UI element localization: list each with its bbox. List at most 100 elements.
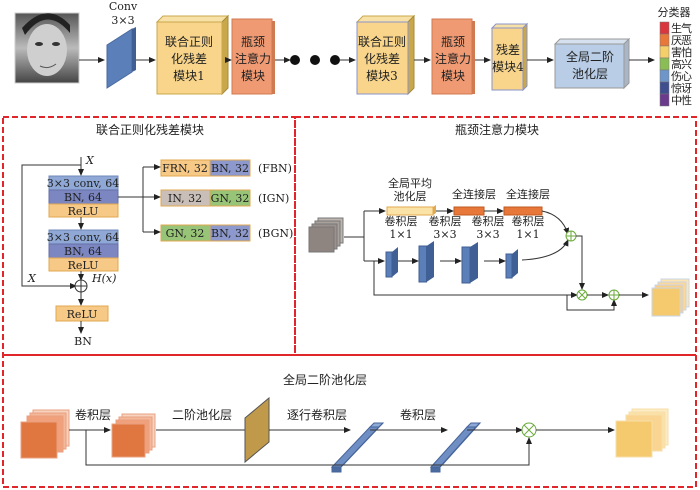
normalization-variant: GN, 32 BN, 32 (BGN) bbox=[160, 224, 293, 242]
output-bn-label: BN bbox=[74, 335, 92, 348]
svg-text:模块1: 模块1 bbox=[173, 69, 205, 83]
conv-layer-label: 卷积层 bbox=[75, 407, 111, 422]
fc-layer-1 bbox=[453, 206, 485, 216]
fc-layer-2 bbox=[503, 206, 543, 216]
classifier-class: 中性 bbox=[659, 93, 693, 107]
variant-left-label: GN, 32 bbox=[166, 227, 205, 240]
svg-text:模块: 模块 bbox=[441, 69, 465, 83]
fc1-label: 全连接层 bbox=[452, 187, 496, 201]
second-order-pooling-label: 二阶池化层 bbox=[172, 408, 232, 422]
input-x-label: X bbox=[85, 154, 95, 167]
attention-panel-title: 瓶颈注意力模块 bbox=[455, 122, 539, 137]
conv-name-label: 卷积层 bbox=[472, 214, 505, 228]
class-label: 害怕 bbox=[671, 45, 692, 59]
svg-text:模块: 模块 bbox=[241, 69, 265, 83]
variant-left-label: IN, 32 bbox=[168, 192, 202, 205]
class-color-swatch bbox=[659, 81, 670, 95]
svg-text:ReLU: ReLU bbox=[68, 259, 99, 272]
svg-text:注意力: 注意力 bbox=[435, 51, 471, 66]
conv-size-label: 1×1 bbox=[389, 228, 412, 241]
output-feature-maps bbox=[651, 278, 690, 317]
variant-tag: (FBN) bbox=[258, 162, 292, 175]
svg-text:联合正则: 联合正则 bbox=[165, 34, 213, 49]
conv-block bbox=[418, 245, 427, 283]
variant-right-label: BN, 32 bbox=[211, 227, 249, 240]
svg-text:3×3 conv, 64: 3×3 conv, 64 bbox=[47, 177, 119, 190]
rowwise-conv-layer bbox=[330, 422, 385, 473]
covariance-matrix bbox=[244, 396, 270, 464]
class-label: 生气 bbox=[671, 21, 692, 35]
conv-feature-maps-orange bbox=[111, 413, 156, 458]
conv-block bbox=[505, 253, 513, 279]
svg-text:模块4: 模块4 bbox=[492, 60, 524, 74]
variant-left-label: FRN, 32 bbox=[162, 162, 208, 175]
rowwise-conv-label: 逐行卷积层 bbox=[287, 407, 347, 422]
svg-text:瓶颈: 瓶颈 bbox=[441, 35, 465, 49]
conv-block bbox=[385, 251, 393, 278]
class-color-swatch bbox=[659, 33, 670, 47]
classifier-class: 生气 bbox=[659, 21, 693, 35]
bottleneck-attention-module-2: 瓶颈 注意力 模块 bbox=[431, 18, 475, 95]
conv-size-label: 3×3 bbox=[476, 228, 499, 241]
svg-text:BN, 64: BN, 64 bbox=[64, 245, 102, 258]
residual-block-4: 残差 模块4 bbox=[490, 22, 529, 92]
fc2-label: 全连接层 bbox=[506, 187, 550, 201]
classifier-title: 分类器 bbox=[658, 5, 691, 19]
svg-text:全局二阶: 全局二阶 bbox=[566, 49, 614, 64]
ellipsis-dots bbox=[290, 55, 340, 65]
conv-size-label: 3×3 bbox=[433, 228, 456, 241]
class-color-swatch bbox=[659, 45, 670, 59]
svg-text:注意力: 注意力 bbox=[235, 51, 271, 66]
gap-label-line1: 全局平均 bbox=[388, 176, 432, 190]
relu-block: ReLU bbox=[55, 305, 109, 322]
conv-3x3-layer bbox=[106, 27, 136, 89]
skip-x-label: X bbox=[27, 272, 37, 285]
add-op-icon bbox=[565, 230, 577, 242]
global-average-pooling-bar bbox=[386, 205, 436, 216]
svg-text:联合正则: 联合正则 bbox=[358, 34, 406, 49]
class-color-swatch bbox=[659, 21, 670, 35]
classifier-class: 伤心 bbox=[659, 69, 693, 83]
variant-right-label: GN, 32 bbox=[211, 192, 250, 205]
joint-regularized-residual-block-3: 联合正则 化残差 模块3 bbox=[355, 14, 416, 96]
class-label: 伤心 bbox=[671, 70, 692, 83]
variant-right-label: BN, 32 bbox=[211, 162, 249, 175]
bottleneck-attention-module-1: 瓶颈 注意力 模块 bbox=[231, 18, 275, 95]
attention-panel-border bbox=[294, 116, 697, 356]
joint-regularized-residual-block-1: 联合正则 化残差 模块1 bbox=[155, 14, 230, 96]
svg-text:模块3: 模块3 bbox=[366, 69, 398, 83]
conv-size-label: 3×3 bbox=[111, 14, 134, 27]
class-label: 厌恶 bbox=[671, 34, 692, 47]
class-label: 高兴 bbox=[671, 57, 692, 71]
residual-panel-title: 联合正则化残差模块 bbox=[96, 122, 204, 137]
hx-label: H(x) bbox=[91, 272, 116, 285]
pool-panel-border bbox=[2, 354, 697, 488]
classifier-class: 高兴 bbox=[659, 57, 693, 71]
gap-label-line2: 池化层 bbox=[394, 189, 427, 203]
svg-text:化残差: 化残差 bbox=[364, 52, 400, 66]
svg-text:ReLU: ReLU bbox=[68, 205, 99, 218]
svg-text:3×3 conv, 64: 3×3 conv, 64 bbox=[47, 231, 119, 244]
input-face-image bbox=[14, 12, 80, 84]
output-feature-maps-yellow bbox=[615, 408, 669, 458]
conv-label: Conv bbox=[109, 0, 138, 13]
svg-text:ReLU: ReLU bbox=[67, 308, 98, 321]
variant-tag: (BGN) bbox=[258, 227, 293, 240]
conv-name-label: 卷积层 bbox=[429, 214, 462, 228]
conv-block-b: 3×3 conv, 64 BN, 64 ReLU bbox=[47, 229, 119, 272]
input-feature-maps bbox=[308, 217, 344, 253]
add-op-icon bbox=[608, 289, 620, 301]
svg-text:化残差: 化残差 bbox=[171, 52, 207, 66]
conv-size-label: 1×1 bbox=[516, 228, 539, 241]
skip-connection bbox=[21, 164, 81, 289]
